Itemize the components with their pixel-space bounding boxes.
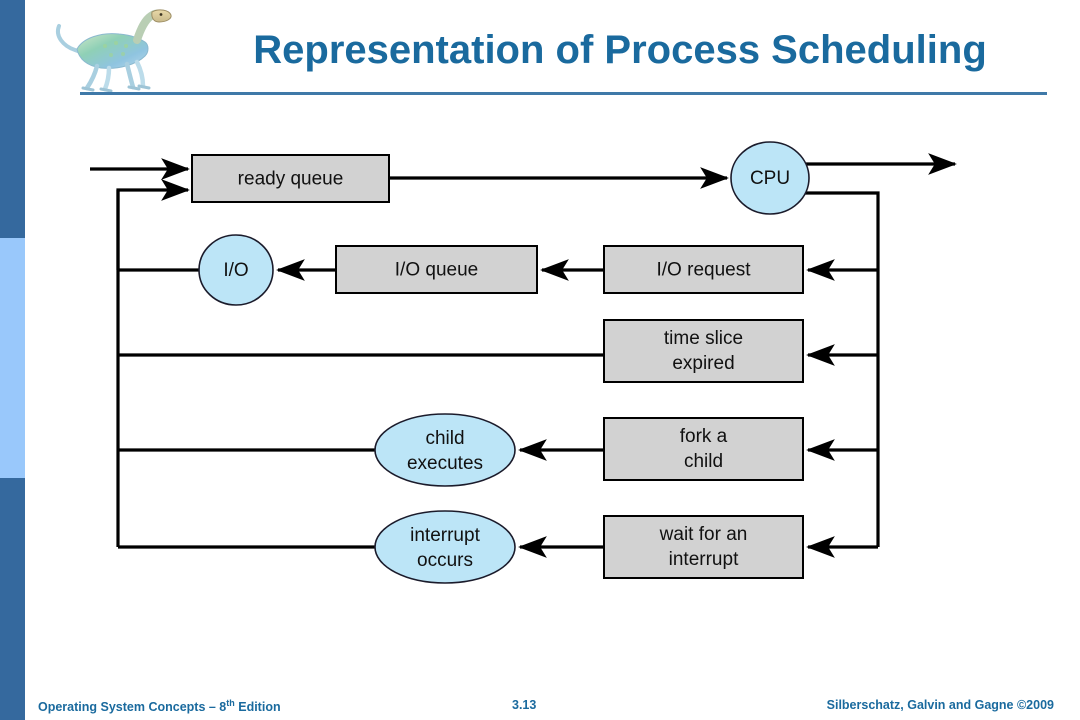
node-io-queue-label: I/O queue xyxy=(395,260,478,281)
node-child-executes-label-line2: executes xyxy=(407,453,483,474)
slide-footer: Operating System Concepts – 8th Edition … xyxy=(0,648,1080,720)
node-ready-queue-label: ready queue xyxy=(238,169,344,190)
node-interrupt-occurs[interactable]: interrupt occurs xyxy=(374,510,516,584)
footer-edition-superscript: th xyxy=(226,698,235,708)
node-fork-a-child[interactable]: fork a child xyxy=(603,417,804,481)
node-fork-a-child-label-line1: fork a xyxy=(680,426,728,447)
node-wait-for-an-interrupt-label-line2: interrupt xyxy=(669,549,739,570)
accent-bar-segment-bottom xyxy=(0,478,25,720)
process-scheduling-diagram: ready queue CPU I/O I/O queue I/O reques… xyxy=(0,108,1080,648)
node-wait-for-an-interrupt[interactable]: wait for an interrupt xyxy=(603,515,804,579)
footer-slide-number: 3.13 xyxy=(512,698,537,712)
left-accent-bar xyxy=(0,0,25,720)
node-time-slice-expired-label-line2: expired xyxy=(672,353,734,374)
node-child-executes-label-line1: child xyxy=(425,428,464,449)
node-interrupt-occurs-label-line2: occurs xyxy=(417,550,473,571)
accent-bar-segment-top xyxy=(0,0,25,238)
edge-left-bus-to-ready-queue xyxy=(116,179,190,270)
node-time-slice-expired[interactable]: time slice expired xyxy=(603,319,804,383)
dinosaur-logo-icon xyxy=(56,9,172,93)
node-child-executes[interactable]: child executes xyxy=(374,413,516,487)
node-io-request-label: I/O request xyxy=(657,260,752,281)
diagram-edges xyxy=(90,153,957,558)
node-io-queue[interactable]: I/O queue xyxy=(335,245,538,294)
slide-header: Representation of Process Scheduling xyxy=(25,0,1080,108)
node-ready-queue[interactable]: ready queue xyxy=(191,154,390,203)
footer-edition-main: Operating System Concepts – 8 xyxy=(38,700,227,715)
footer-edition-text: Operating System Concepts – 8th Edition xyxy=(38,698,281,714)
node-io-request[interactable]: I/O request xyxy=(603,245,804,294)
node-cpu-label: CPU xyxy=(750,168,790,189)
footer-copyright: Silberschatz, Galvin and Gagne ©2009 xyxy=(826,698,1054,712)
title-underline-rule xyxy=(80,92,1047,95)
node-cpu[interactable]: CPU xyxy=(730,141,810,215)
edge-cpu-to-right-bus xyxy=(802,191,880,547)
node-wait-for-an-interrupt-label-line1: wait for an xyxy=(659,524,748,545)
node-io[interactable]: I/O xyxy=(198,234,274,306)
page-title: Representation of Process Scheduling xyxy=(253,28,987,72)
node-time-slice-expired-label-line1: time slice xyxy=(664,328,743,349)
node-interrupt-occurs-label-line1: interrupt xyxy=(410,525,480,546)
node-fork-a-child-label-line2: child xyxy=(684,451,723,472)
accent-bar-segment-middle xyxy=(0,238,25,478)
footer-edition-suffix: Edition xyxy=(234,700,281,715)
node-io-label: I/O xyxy=(223,260,248,281)
